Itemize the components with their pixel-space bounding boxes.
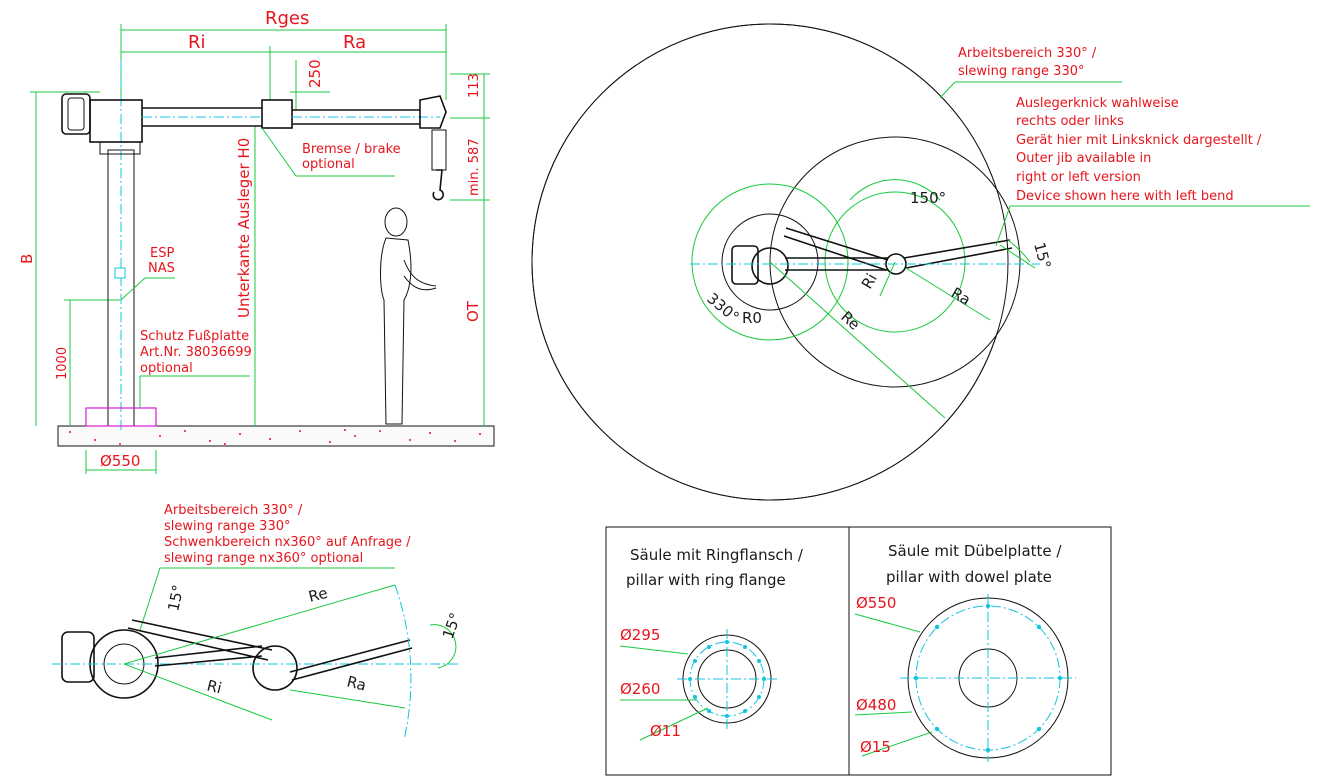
knick-label-4: Outer jib available in <box>1016 151 1151 166</box>
ri-label: Ri <box>188 32 206 53</box>
knick-label-3: Gerät hier mit Linksknick dargestellt / <box>1016 133 1262 148</box>
brake-label-2: optional <box>302 157 355 172</box>
knuckle-joint <box>261 99 293 129</box>
hook <box>432 169 444 201</box>
phi15-label: Ø15 <box>860 738 891 756</box>
rges-label: Rges <box>265 8 309 29</box>
knick-label-1: Auslegerknick wahlweise <box>1016 96 1179 111</box>
ra-label: Ra <box>343 32 366 53</box>
schutz-label-2: Art.Nr. 38036699 <box>140 345 252 360</box>
bottom-plan-view: Arbeitsbereich 330° / slewing range 330°… <box>52 503 465 741</box>
brake-label-1: Bremse / brake <box>302 142 401 157</box>
bottom-15a-label: 15° <box>164 583 187 613</box>
angle-330-label: 330° <box>703 289 742 326</box>
dowel-bolt-holes <box>913 603 1063 753</box>
r0-label: R0 <box>742 309 762 327</box>
foot-plate-guard <box>85 407 157 427</box>
side-view: Rges Ri Ra 250 113 min. 587 OT Unterkant… <box>18 8 495 474</box>
bottom-ra-label: Ra <box>345 672 368 694</box>
phi260-label: Ø260 <box>620 680 660 698</box>
pillar-panels: Säule mit Ringflansch / pillar with ring… <box>605 526 1112 776</box>
bottom-15b-label: 15° <box>439 610 465 641</box>
person-figure <box>380 207 437 425</box>
ot-label: OT <box>464 300 482 322</box>
floor-speckles <box>69 429 481 445</box>
knick-label-5: right or left version <box>1016 170 1141 185</box>
min-587-label: min. 587 <box>467 138 482 196</box>
bottom-label-1: Arbeitsbereich 330° / <box>164 503 303 518</box>
ring-bolt-holes <box>688 640 766 718</box>
phi550-dowel-label: Ø550 <box>856 594 896 612</box>
phi550-side-label: Ø550 <box>100 452 140 470</box>
dim-1000-label: 1000 <box>55 347 70 380</box>
esp-box <box>114 267 126 279</box>
dim-113-label: 113 <box>467 73 482 98</box>
angle-15-label: 15° <box>1030 240 1054 270</box>
nas-label: NAS <box>148 261 175 276</box>
plan-view: 150° 15° 330° R0 Ri Ra Re Arbeitsbereich… <box>531 23 1310 501</box>
phi295-label: Ø295 <box>620 626 660 644</box>
bottom-label-3: Schwenkbereich nx360° auf Anfrage / <box>164 535 411 550</box>
hoist-chain <box>431 129 447 171</box>
pillar-radius-circle <box>721 213 819 311</box>
motor <box>61 93 91 135</box>
dowel-title-2: pillar with dowel plate <box>886 568 1052 586</box>
unterkante-label: Unterkante Ausleger H0 <box>235 138 253 318</box>
phi480-label: Ø480 <box>856 696 896 714</box>
arbeitsbereich-label-2: slewing range 330° <box>958 64 1085 79</box>
bottom-label-4: slewing range nx360° optional <box>164 551 363 566</box>
bottom-ri-label: Ri <box>205 676 224 697</box>
dim-250-label: 250 <box>306 59 324 88</box>
pillar-panels-frame <box>605 526 1112 776</box>
floor-slab <box>57 425 495 447</box>
bottom-label-2: slewing range 330° <box>164 519 291 534</box>
knick-label-6: Device shown here with left bend <box>1016 189 1234 204</box>
jib-end <box>419 95 447 129</box>
bottom-re-label: Re <box>307 584 330 606</box>
knick-label-2: rechts oder links <box>1016 114 1124 129</box>
schutz-label-1: Schutz Fußplatte <box>140 329 249 344</box>
ring-title-1: Säule mit Ringflansch / <box>630 546 804 564</box>
arbeitsbereich-label-1: Arbeitsbereich 330° / <box>958 46 1097 61</box>
angle-150-label: 150° <box>910 189 946 207</box>
phi11-label: Ø11 <box>650 722 681 740</box>
dowel-title-1: Säule mit Dübelplatte / <box>888 542 1062 560</box>
b-label: B <box>18 254 36 264</box>
slewing-head <box>89 99 143 143</box>
schutz-label-3: optional <box>140 361 193 376</box>
esp-label: ESP <box>150 246 174 261</box>
ring-title-2: pillar with ring flange <box>626 571 786 589</box>
